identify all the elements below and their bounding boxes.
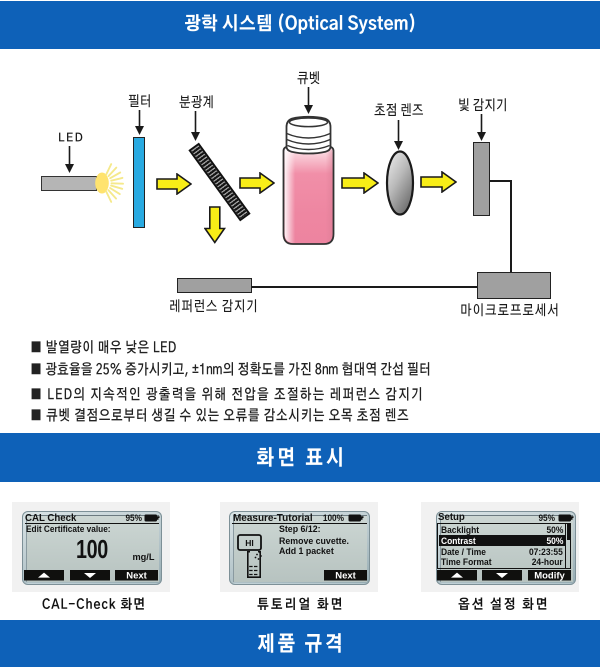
svg-text:Next: Next [126,571,147,581]
svg-text:HI: HI [245,538,254,548]
svg-text:Next: Next [335,571,356,581]
svg-text:Modify: Modify [534,571,565,581]
